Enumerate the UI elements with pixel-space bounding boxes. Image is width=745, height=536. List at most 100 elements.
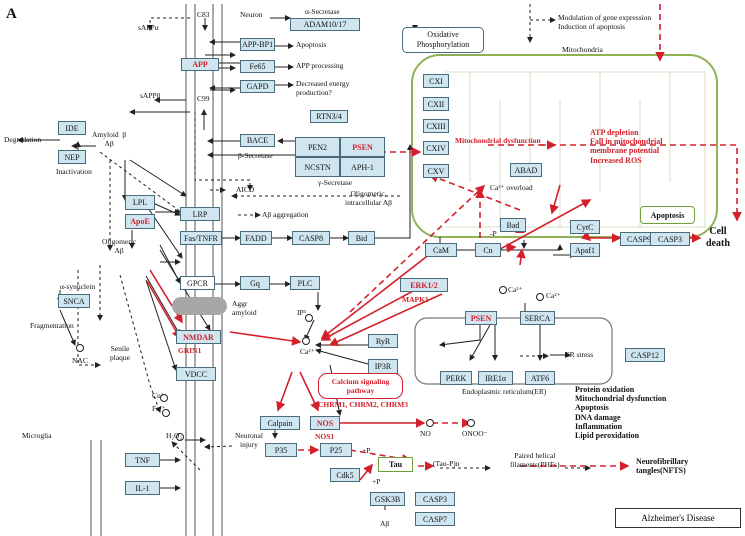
label-cu: Cu⁺ <box>152 391 165 400</box>
node-casp3: CASP3 <box>650 232 690 246</box>
label-h2o2: H₂O₂ <box>166 431 183 440</box>
mitochondria-cristae <box>445 71 706 228</box>
label-inactivation: Inactivation <box>56 167 92 176</box>
node-bace: BACE <box>240 134 275 147</box>
panel-label: A <box>6 6 17 22</box>
node-atf6: ATF6 <box>525 371 555 385</box>
label-c99: C99 <box>197 94 210 103</box>
node-cytc: CytC <box>570 220 600 234</box>
label-alpha-secretase: α-Secretase <box>305 7 340 16</box>
node-adam: ADAM10/17 <box>290 18 360 31</box>
label-ca-overload: Ca²⁺ overload <box>490 183 533 192</box>
node-lpl: LPL <box>125 195 155 210</box>
label-amyloid-beta: Amyloid β Aβ <box>92 130 127 148</box>
label-oligomeric-intracellular: Oligomeric, intracellular Aβ <box>345 189 392 207</box>
node-erk: ERK1/2 <box>400 278 448 292</box>
node-tau: Tau <box>378 457 413 472</box>
node-vdcc: VDCC <box>176 367 216 381</box>
label-aicd: AICD <box>236 185 255 194</box>
label-er: Endoplasmic reticulum(ER) <box>462 387 547 396</box>
node-ryr: RyR <box>368 334 398 348</box>
node-gapd: GAPD <box>240 80 275 93</box>
node-cam: CaM <box>425 243 457 257</box>
label-ip3: IP³ <box>297 308 306 317</box>
label-apoptosis1: Apoptosis <box>296 40 327 49</box>
node-apaf1: Apaf1 <box>570 243 600 257</box>
node-psen-er: PSEN <box>465 311 497 325</box>
label-sappa: sAPPα <box>138 23 159 32</box>
small-nodes <box>76 286 544 441</box>
label-degradation: Degradation <box>4 135 42 144</box>
node-calpain: Calpain <box>260 416 300 430</box>
node-serca: SERCA <box>520 311 555 325</box>
label-abeta-bottom: Aβ <box>380 519 390 528</box>
node-app: APP <box>181 58 219 71</box>
node-pen2: PEN2 <box>295 137 340 157</box>
label-phf: Paired helical filaments(PHFs) <box>510 451 560 469</box>
calcium-pathway-pill: Calcium signaling pathway <box>318 373 403 399</box>
label-ca-center: Ca²⁺ <box>300 347 315 356</box>
aggr-amyloid-shape <box>172 297 227 315</box>
label-neuron: Neuron <box>240 10 263 19</box>
node-rtn: RTN3/4 <box>310 110 348 123</box>
label-neuronal-injury: Neuronal injury <box>235 431 263 449</box>
label-app-processing: APP processing <box>296 61 344 70</box>
node-casp3b: CASP3 <box>415 492 455 506</box>
label-chrm: CHRM1, CHRM2, CHRM3 <box>318 400 408 409</box>
node-ide: IDE <box>58 121 86 135</box>
label-fragmentation: Fragmentation <box>30 321 74 330</box>
node-ncstn: NCSTN <box>295 157 340 177</box>
label-aggr-amyloid: Aggr amyloid <box>232 299 257 317</box>
label-modulation: Modulation of gene expression Induction … <box>558 13 652 31</box>
label-atp-depletion: ATP depletion Fall in mitochondrial memb… <box>590 128 663 165</box>
node-il1: IL-1 <box>125 481 160 495</box>
label-ca-erk: Ca²⁺ <box>508 285 523 294</box>
node-nmdar: NMDAR <box>176 330 221 344</box>
label-minus-p: -P <box>490 229 497 238</box>
label-mapk1: MAPK1 <box>402 295 429 304</box>
label-cell-death: Cell death <box>706 226 730 249</box>
node-lrp: LRP <box>180 207 220 221</box>
node-p25: P25 <box>320 443 352 457</box>
microglia-membrane <box>90 440 102 536</box>
node-casp8: CASP8 <box>292 231 330 245</box>
label-nac: NAC <box>72 356 88 365</box>
label-c83: C83 <box>197 10 210 19</box>
node-plc: PLC <box>290 276 320 290</box>
label-oligomeric-ab: Oligomeric Aβ <box>102 237 137 255</box>
legend-box: Alzheimer's Disease <box>615 508 741 528</box>
label-er-stress: ER stress <box>565 350 594 359</box>
label-senile-plaque: Senile plaque <box>110 344 130 362</box>
node-cdk5: Cdk5 <box>330 468 360 482</box>
neuron-membrane <box>185 4 223 536</box>
label-nos1: NOS1 <box>315 432 335 441</box>
node-cn: Cn <box>475 243 501 257</box>
node-bid: Bid <box>348 231 375 245</box>
label-grin1: GRIN1 <box>178 346 202 355</box>
node-casp12: CASP12 <box>625 348 665 362</box>
label-plus-p2: +P <box>372 477 381 486</box>
label-microglia: Microglia <box>22 431 52 440</box>
label-no: NO <box>420 429 431 438</box>
label-onoo: ONOO⁻ <box>462 429 488 438</box>
node-ire1a: IRE1α <box>478 371 513 385</box>
node-psen-top: PSEN <box>340 137 385 157</box>
label-ab-aggregation: Aβ aggregation <box>262 210 309 219</box>
label-plus-p1: +P <box>362 446 371 455</box>
node-casp7: CASP7 <box>415 512 455 526</box>
label-alpha-synuclein: α-synuclein <box>60 282 96 291</box>
node-fe65: Fe65 <box>240 60 275 73</box>
label-decreased-energy: Decreased energy production? <box>296 79 350 97</box>
node-tnf: TNF <box>125 453 160 467</box>
label-fe: Fe²⁺ <box>152 404 166 413</box>
node-apoptosis: Apoptosis <box>640 206 695 224</box>
label-beta-secretase: β-Secretase <box>238 151 273 160</box>
label-sappb: sAPPβ <box>140 91 161 100</box>
label-tau-p: (Tau-P)n <box>433 459 460 468</box>
node-fas: Fas/TNFR <box>180 231 222 245</box>
node-cxv: CXV <box>423 164 449 178</box>
label-ca-serca: Ca²⁺ <box>546 291 561 300</box>
node-app-bp1: APP-BP1 <box>240 38 275 51</box>
